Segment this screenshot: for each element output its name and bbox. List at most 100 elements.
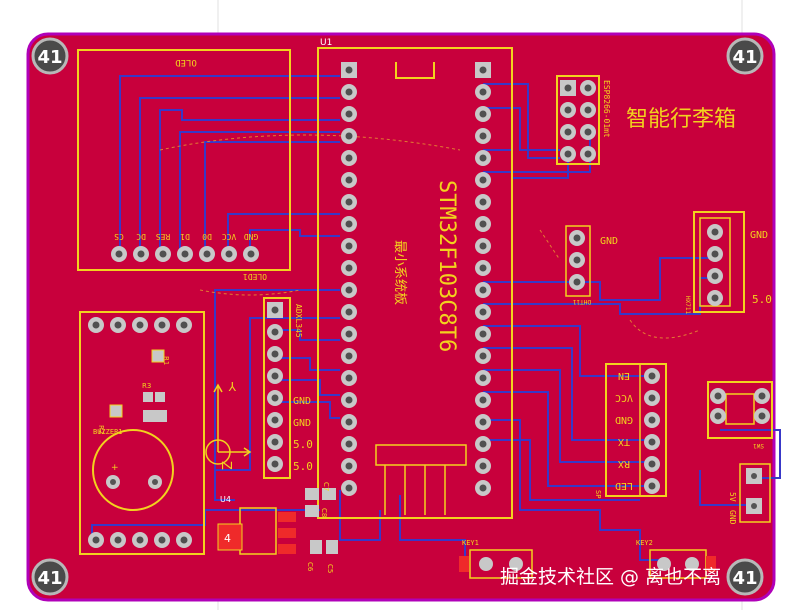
pad-hole <box>159 250 167 258</box>
mount-hole-label: 41 <box>732 47 757 68</box>
pad-hole <box>345 308 353 316</box>
pad-hole <box>136 321 144 329</box>
pad-hole <box>479 264 487 272</box>
pad-hole <box>479 220 487 228</box>
sw1-switch: SW1 <box>707 381 773 449</box>
pad-hole <box>479 132 487 140</box>
pad-hole <box>271 372 279 380</box>
pad-hole <box>158 536 166 544</box>
esp-label: ESP8266-01mt <box>602 80 611 138</box>
pad-hole <box>203 250 211 258</box>
axis-indicator <box>205 383 252 465</box>
r2-label: R2 <box>97 425 105 434</box>
c5-label: C5 <box>326 564 334 573</box>
power-connector: 5V GND <box>728 463 771 525</box>
oled-pin-label: GND <box>244 232 259 241</box>
power-gnd-label: GND <box>728 510 737 525</box>
buzzer-plus: + <box>111 463 119 473</box>
pad-hole <box>758 392 766 400</box>
pad-hole <box>711 272 719 280</box>
oled-label-top: OLED <box>175 57 197 67</box>
ratsnest <box>159 134 701 339</box>
pad-hole <box>479 396 487 404</box>
sp-pin-label: RX <box>618 458 630 469</box>
hx-label: HX711 <box>684 296 691 314</box>
pad-hole <box>92 321 100 329</box>
pad-hole <box>271 460 279 468</box>
pad-hole <box>648 438 656 446</box>
pad-hole <box>271 394 279 402</box>
u1-left-header <box>341 62 357 496</box>
pad-hole <box>479 418 487 426</box>
adxl-5v-2: 5.0 <box>293 460 313 473</box>
pad-hole <box>711 250 719 258</box>
pad-hole <box>479 462 487 470</box>
pad-hole <box>479 352 487 360</box>
hx-gnd-label: GND <box>750 230 768 241</box>
adxl-label: ADXL345 <box>294 304 303 338</box>
pad-hole <box>345 176 353 184</box>
sw-pads <box>710 388 770 424</box>
oled-pin-label: D1 <box>180 232 190 241</box>
pad-hole <box>479 198 487 206</box>
pad-hole <box>345 264 353 272</box>
pad-hole <box>345 198 353 206</box>
u1-ref: U1 <box>320 38 332 48</box>
pad-hole <box>573 256 581 264</box>
pad-hole <box>271 306 279 314</box>
pad-hole <box>180 536 188 544</box>
dht-label: DHT11 <box>573 298 591 305</box>
pad-hole <box>479 110 487 118</box>
traces <box>91 75 781 561</box>
pad-hole <box>648 482 656 490</box>
key2-label: KEY2 <box>636 539 653 547</box>
capacitors: C7 C8 C6 C5 <box>305 482 338 573</box>
pad-hole <box>564 106 572 114</box>
key1-label: KEY1 <box>462 539 479 547</box>
pad-hole <box>345 88 353 96</box>
dht-gnd-label: GND <box>600 236 618 247</box>
sp-pin-label: GND <box>615 414 633 425</box>
pad-hole <box>271 350 279 358</box>
pad-hole <box>345 418 353 426</box>
pad-hole <box>345 484 353 492</box>
pad-hole <box>345 374 353 382</box>
pad-hole <box>479 66 487 74</box>
pad-hole <box>225 250 233 258</box>
pad-hole <box>479 154 487 162</box>
axis-y-label: Y <box>228 379 237 393</box>
pad-hole <box>711 294 719 302</box>
pad-hole <box>180 321 188 329</box>
pad-hole <box>758 412 766 420</box>
sp-pin-label: EN <box>618 370 630 381</box>
stm32-chip-label: STM32F103C8T6 <box>434 180 459 352</box>
pad-hole <box>648 372 656 380</box>
pad-hole <box>564 128 572 136</box>
pad-hole <box>714 412 722 420</box>
esp8266-module: ESP8266-01mt <box>556 75 611 165</box>
power-5v-label: 5V <box>728 492 737 502</box>
dht-pads <box>569 230 585 290</box>
pad-hole <box>158 321 166 329</box>
pad-hole <box>479 308 487 316</box>
r1-label: R1 <box>162 356 170 365</box>
oled-label-bottom: OLED1 <box>243 272 267 281</box>
pad-hole <box>711 228 719 236</box>
stm32-subtitle: 最小系统板 <box>392 240 407 305</box>
pad-hole <box>114 536 122 544</box>
key2-button: KEY2 <box>636 539 716 579</box>
pad-hole <box>564 84 572 92</box>
pad-hole <box>648 394 656 402</box>
pad-hole <box>345 220 353 228</box>
mount-hole-top-right: 41 <box>726 37 764 75</box>
pad-hole <box>345 132 353 140</box>
pad-hole <box>479 374 487 382</box>
pad-hole <box>271 328 279 336</box>
sw-label: SW1 <box>753 442 764 449</box>
stm32-module: U1 STM32F103C8T6 最小系统板 <box>317 38 513 519</box>
pad-hole <box>271 416 279 424</box>
pad-hole <box>479 484 487 492</box>
